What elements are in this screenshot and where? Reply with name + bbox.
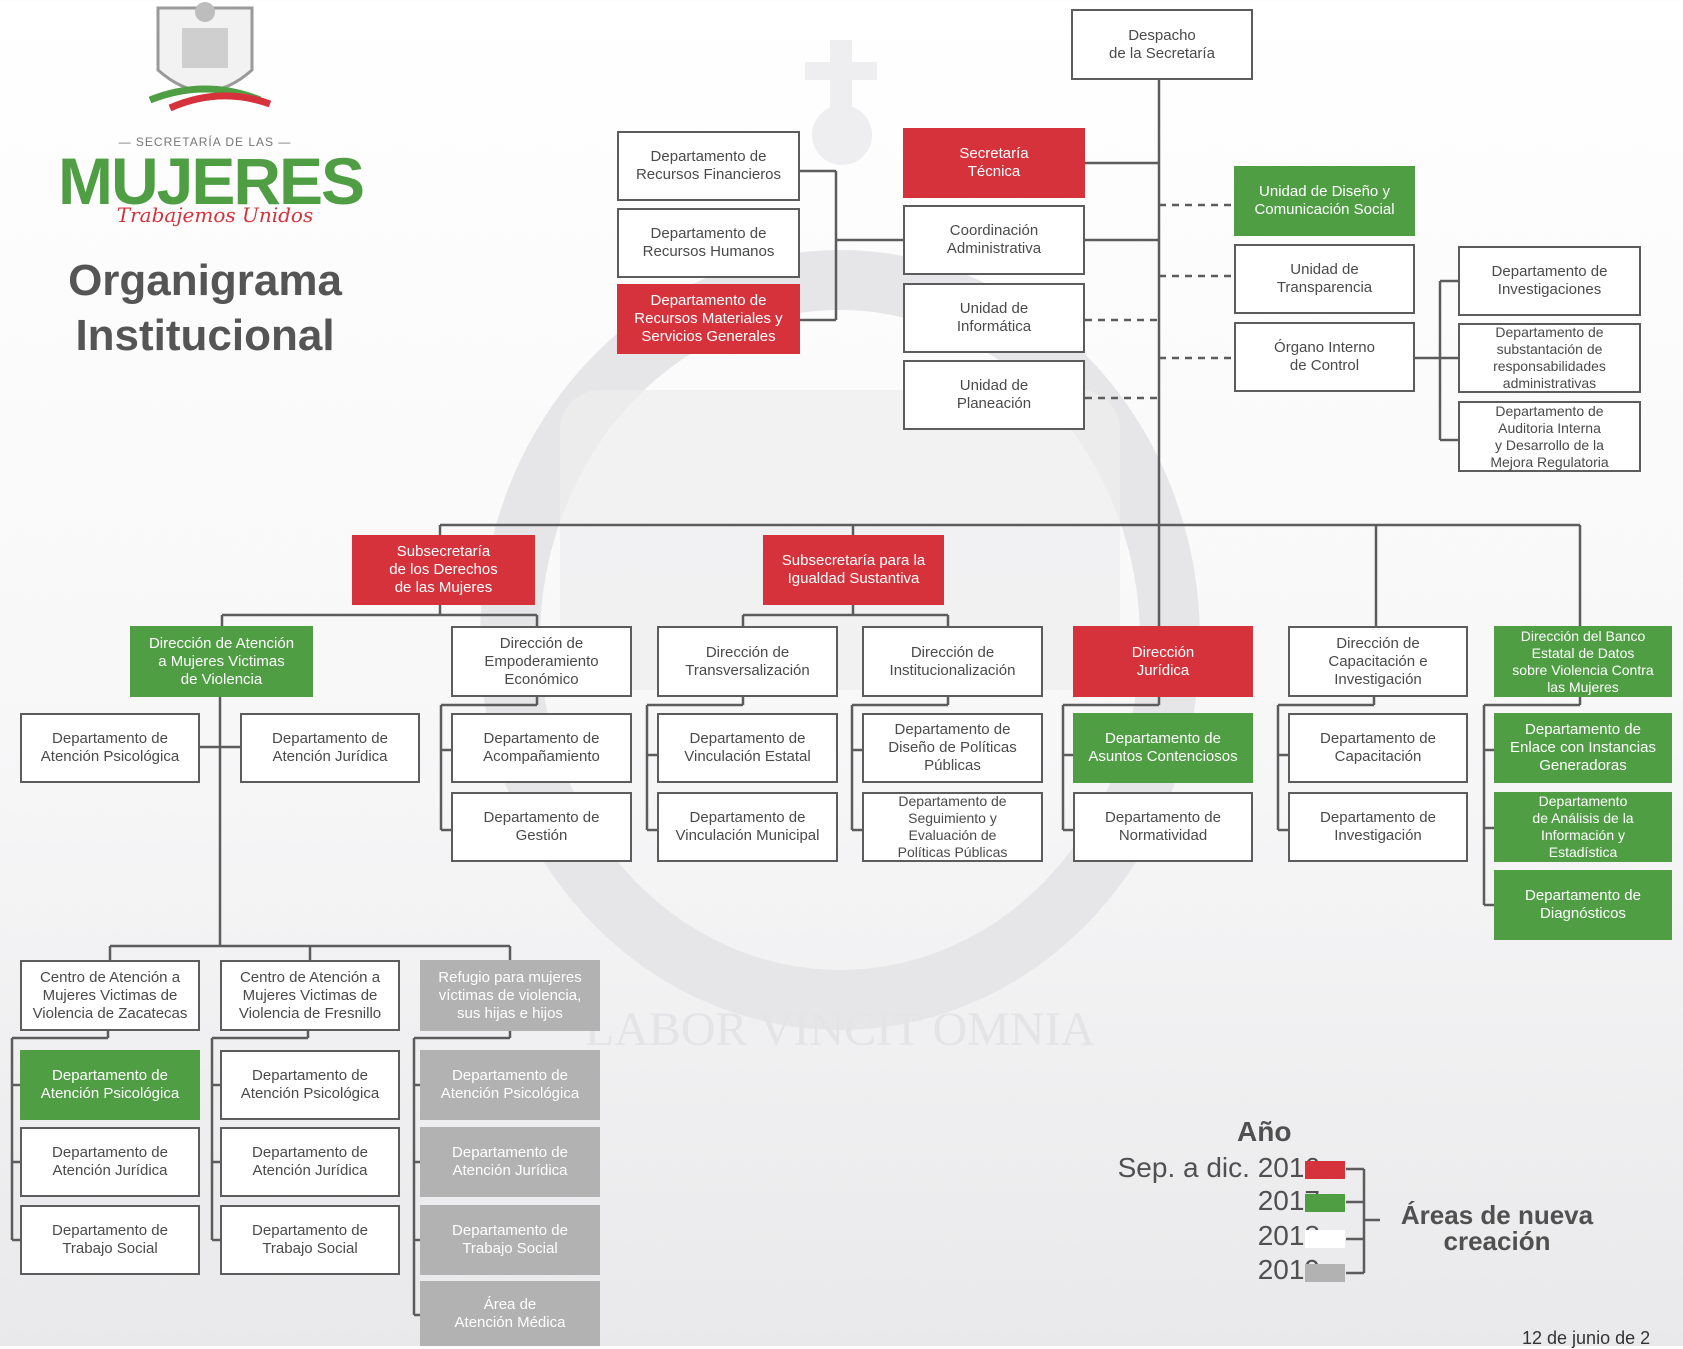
box-depto-vinculacion-municipal: Departamento de Vinculación Municipal [657, 792, 838, 862]
box-depto-atencion-psicologica: Departamento de Atención Psicológica [20, 713, 200, 783]
box-despacho: Despacho de la Secretaría [1071, 9, 1253, 80]
box-refugio: Refugio para mujeres víctimas de violenc… [420, 960, 600, 1031]
box-fres-atencion-psicologica: Departamento de Atención Psicológica [220, 1050, 400, 1120]
page-title-line1: Organigrama [68, 256, 342, 305]
box-subsecretaria-derechos: Subsecretaría de los Derechos de las Muj… [352, 535, 535, 605]
box-depto-gestion: Departamento de Gestión [451, 792, 632, 862]
box-subsecretaria-igualdad: Subsecretaría para la Igualdad Sustantiv… [763, 535, 944, 605]
legend-label-2019: 2019 [1257, 1254, 1320, 1285]
box-recursos-materiales: Departamento de Recursos Materiales y Se… [617, 284, 800, 354]
box-depto-investigacion: Departamento de Investigación [1288, 792, 1468, 862]
legend-label-2018: 2018 [1257, 1220, 1320, 1251]
box-organo-interno-control: Órgano Interno de Control [1234, 322, 1415, 392]
box-secretaria-tecnica: Secretaría Técnica [903, 128, 1085, 198]
box-depto-diagnosticos: Departamento de Diagnósticos [1494, 870, 1672, 940]
box-fres-atencion-juridica: Departamento de Atención Jurídica [220, 1127, 400, 1197]
box-centro-zacatecas: Centro de Atención a Mujeres Victimas de… [20, 960, 200, 1031]
box-zac-atencion-psicologica: Departamento de Atención Psicológica [20, 1050, 200, 1120]
box-unidad-disenio: Unidad de Diseño y Comunicación Social [1234, 166, 1415, 236]
box-recursos-humanos: Departamento de Recursos Humanos [617, 208, 800, 278]
box-depto-enlace: Departamento de Enlace con Instancias Ge… [1494, 713, 1672, 783]
box-depto-acompanamiento: Departamento de Acompañamiento [451, 713, 632, 783]
legend-bracket-label: Áreas de nueva creación [1400, 1200, 1594, 1256]
logo-brand: MUJERES [58, 143, 365, 219]
box-direccion-empoderamiento: Dirección de Empoderamiento Económico [451, 626, 632, 697]
box-recursos-financieros: Departamento de Recursos Financieros [617, 131, 800, 201]
logo-tagline: Trabajemos Unidos [116, 203, 314, 227]
box-direccion-transversalizacion: Dirección de Transversalización [657, 626, 838, 697]
legend-title: Año [1237, 1116, 1292, 1147]
box-unidad-transparencia: Unidad de Transparencia [1234, 244, 1415, 314]
logo-caption: — SECRETARÍA DE LAS — [118, 135, 292, 149]
box-depto-analisis: Departamento de Análisis de la Informaci… [1494, 792, 1672, 862]
box-direccion-banco-datos: Dirección del Banco Estatal de Datos sob… [1494, 626, 1672, 697]
box-depto-vinculacion-estatal: Departamento de Vinculación Estatal [657, 713, 838, 783]
box-ref-atencion-medica: Área de Atención Médica [420, 1281, 600, 1346]
footer-date: 12 de junio de 2 [1522, 1328, 1651, 1348]
box-depto-seguimiento-evaluacion: Departamento de Seguimiento y Evaluación… [862, 792, 1043, 862]
box-centro-fresnillo: Centro de Atención a Mujeres Victimas de… [220, 960, 400, 1031]
box-ref-trabajo-social: Departamento de Trabajo Social [420, 1205, 600, 1275]
box-coordinacion-administrativa: Coordinación Administrativa [903, 205, 1085, 275]
legend-swatch-2018 [1305, 1230, 1345, 1248]
box-depto-substantacion: Departamento de substantación de respons… [1458, 323, 1641, 393]
box-direccion-institucionalizacion: Dirección de Institucionalización [862, 626, 1043, 697]
legend-label-2016: Sep. a dic. 2016 [1117, 1152, 1320, 1183]
box-depto-diseno-politicas: Departamento de Diseño de Políticas Públ… [862, 713, 1043, 783]
box-ref-atencion-psicologica: Departamento de Atención Psicológica [420, 1050, 600, 1120]
legend-swatch-2019 [1305, 1264, 1345, 1282]
box-zac-atencion-juridica: Departamento de Atención Jurídica [20, 1127, 200, 1197]
box-depto-capacitacion: Departamento de Capacitación [1288, 713, 1468, 783]
box-fres-trabajo-social: Departamento de Trabajo Social [220, 1205, 400, 1275]
page-title-line2: Institucional [75, 311, 335, 360]
box-depto-auditoria: Departamento de Auditoria Interna y Desa… [1458, 401, 1641, 472]
box-zac-trabajo-social: Departamento de Trabajo Social [20, 1205, 200, 1275]
zacatecas-crest-icon [148, 2, 272, 112]
box-unidad-planeacion: Unidad de Planeación [903, 360, 1085, 430]
box-depto-investigaciones: Departamento de Investigaciones [1458, 246, 1641, 316]
box-depto-atencion-juridica: Departamento de Atención Jurídica [240, 713, 420, 783]
box-unidad-informatica: Unidad de Informática [903, 283, 1085, 353]
box-depto-normatividad: Departamento de Normatividad [1073, 792, 1253, 862]
box-direccion-atencion: Dirección de Atención a Mujeres Victimas… [130, 626, 313, 697]
box-ref-atencion-juridica: Departamento de Atención Jurídica [420, 1127, 600, 1197]
box-direccion-juridica: Dirección Jurídica [1073, 626, 1253, 697]
watermark-motto: LABOR VINCIT OMNIA [585, 1003, 1096, 1056]
legend-swatch-2017 [1305, 1194, 1345, 1212]
box-direccion-capacitacion: Dirección de Capacitación e Investigació… [1288, 626, 1468, 697]
logo-brand-text: MUJERES [58, 144, 365, 218]
legend-swatch-2016 [1305, 1161, 1345, 1179]
box-depto-asuntos-contenciosos: Departamento de Asuntos Contenciosos [1073, 713, 1253, 783]
legend-label-2017: 2017 [1257, 1185, 1320, 1216]
